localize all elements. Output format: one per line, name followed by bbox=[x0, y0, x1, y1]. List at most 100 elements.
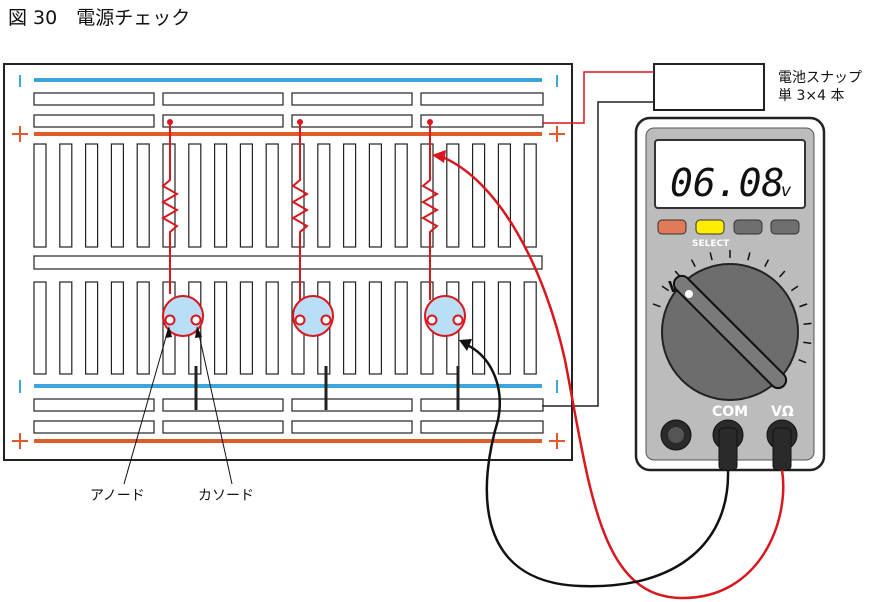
dial-tick bbox=[778, 270, 786, 278]
lower-terminal-strip bbox=[33, 281, 47, 375]
upper-terminal-strip bbox=[84, 143, 99, 248]
red-probe-tip-arrow bbox=[432, 150, 446, 163]
dial-tick bbox=[661, 285, 670, 292]
anode-leader-arrow bbox=[165, 326, 172, 338]
dial-tick bbox=[690, 259, 696, 268]
lower-terminal-strip bbox=[239, 281, 253, 375]
lcd-display bbox=[654, 139, 806, 209]
upper-terminal-strip bbox=[368, 143, 382, 248]
dial-tick bbox=[652, 303, 661, 308]
black-probe-lead bbox=[464, 342, 730, 588]
battery-positive-wire bbox=[542, 71, 654, 124]
lower-terminal-strip bbox=[214, 281, 228, 375]
upper-terminal-strip bbox=[523, 143, 537, 248]
led-1 bbox=[162, 295, 204, 337]
cathode-leader-arrow bbox=[195, 326, 202, 338]
led-1-anode-pin bbox=[164, 314, 176, 326]
anode-leader-line bbox=[123, 329, 169, 485]
dial-ticks bbox=[652, 250, 812, 364]
range-button[interactable] bbox=[657, 219, 687, 235]
upper-terminal-strip bbox=[239, 143, 253, 248]
com-probe-plug bbox=[718, 427, 738, 471]
breadboard bbox=[3, 63, 573, 461]
dial-tick bbox=[709, 252, 713, 261]
led-2-cathode-pin bbox=[320, 314, 332, 326]
lower-terminal-strip bbox=[368, 281, 382, 375]
lcd-reading: 06.08 bbox=[670, 161, 784, 205]
lower-terminal-strip bbox=[84, 281, 99, 375]
led-2 bbox=[292, 295, 334, 337]
bottom-slot-row-2 bbox=[33, 420, 544, 434]
top-slot-row-1 bbox=[33, 92, 544, 106]
dial-tick bbox=[799, 303, 808, 308]
led-1-cathode-pin bbox=[190, 314, 202, 326]
upper-terminal-strip bbox=[343, 143, 357, 248]
led-circuit-3 bbox=[420, 119, 466, 410]
cathode-leader-line bbox=[197, 329, 233, 485]
upper-terminal-strip bbox=[472, 143, 486, 248]
battery-label-line2: 単 3×4 本 bbox=[778, 88, 844, 104]
dial-tick bbox=[747, 252, 751, 261]
resistor-2 bbox=[290, 122, 310, 300]
upper-terminal-strip bbox=[394, 143, 408, 248]
top-left-plus-mark bbox=[12, 126, 28, 142]
center-channel bbox=[33, 255, 543, 270]
lower-terminal-strip bbox=[343, 281, 357, 375]
upper-terminal-strip bbox=[33, 143, 47, 248]
resistor-3 bbox=[420, 122, 440, 300]
dial-indicator-dot bbox=[685, 290, 693, 298]
v-probe-plug bbox=[772, 427, 792, 471]
dial-tick bbox=[790, 285, 799, 292]
cathode-label: カソード bbox=[198, 488, 254, 504]
battery-label-line1: 電池スナップ bbox=[778, 70, 862, 86]
resistor-1 bbox=[160, 122, 180, 294]
upper-terminal-strip bbox=[214, 143, 228, 248]
dial-tick bbox=[803, 341, 812, 345]
upper-terminal-strip bbox=[59, 143, 73, 248]
upper-terminal-strip bbox=[317, 143, 331, 248]
lower-terminal-strip bbox=[497, 281, 511, 375]
bottom-right-plus-mark bbox=[549, 433, 565, 449]
led-circuit-1 bbox=[160, 119, 204, 410]
upper-terminal-strip bbox=[265, 143, 279, 248]
multimeter: 06.08 v SELECT V COM VΩ bbox=[634, 116, 826, 472]
figure-title: 図 30 電源チェック bbox=[8, 7, 190, 29]
upper-terminal-strip bbox=[446, 143, 460, 248]
amp-jack-hole bbox=[668, 427, 684, 443]
bottom-left-plus-mark bbox=[12, 433, 28, 449]
lower-terminal-strip bbox=[136, 281, 150, 375]
top-right-plus-mark bbox=[549, 126, 565, 142]
dial-tick bbox=[764, 259, 770, 268]
black-probe-tip-arrow bbox=[459, 339, 472, 351]
dial-tick bbox=[798, 359, 807, 364]
lower-terminal-strip bbox=[523, 281, 537, 375]
led-3-anode-pin bbox=[426, 314, 438, 326]
led-3-cathode-pin bbox=[452, 314, 464, 326]
led-circuit-2 bbox=[290, 119, 334, 410]
top-slot-row-2 bbox=[33, 114, 544, 128]
select-button[interactable] bbox=[695, 219, 725, 235]
lcd-unit: v bbox=[781, 181, 792, 201]
anode-label: アノード bbox=[90, 488, 145, 504]
lower-terminal-strip bbox=[59, 281, 73, 375]
battery-negative-wire bbox=[542, 101, 654, 407]
com-jack-label: COM bbox=[712, 404, 748, 420]
upper-terminal-strip bbox=[291, 143, 305, 248]
upper-terminal-strip bbox=[188, 143, 202, 248]
led-2-anode-pin bbox=[294, 314, 306, 326]
lower-terminal-strip bbox=[394, 281, 408, 375]
v-jack-label: VΩ bbox=[771, 404, 794, 420]
hold-button[interactable] bbox=[733, 219, 763, 235]
upper-terminal-strip bbox=[136, 143, 150, 248]
red-probe-lead bbox=[439, 154, 785, 600]
battery-snap-box bbox=[653, 63, 765, 111]
dial-pointer bbox=[672, 274, 788, 390]
lower-terminal-strip bbox=[265, 281, 279, 375]
bottom-slot-row-1 bbox=[33, 398, 544, 412]
led-3 bbox=[424, 295, 466, 337]
select-label: SELECT bbox=[692, 239, 730, 249]
light-button[interactable] bbox=[770, 219, 800, 235]
lower-terminal-strip bbox=[472, 281, 486, 375]
upper-terminal-strip bbox=[110, 143, 125, 248]
